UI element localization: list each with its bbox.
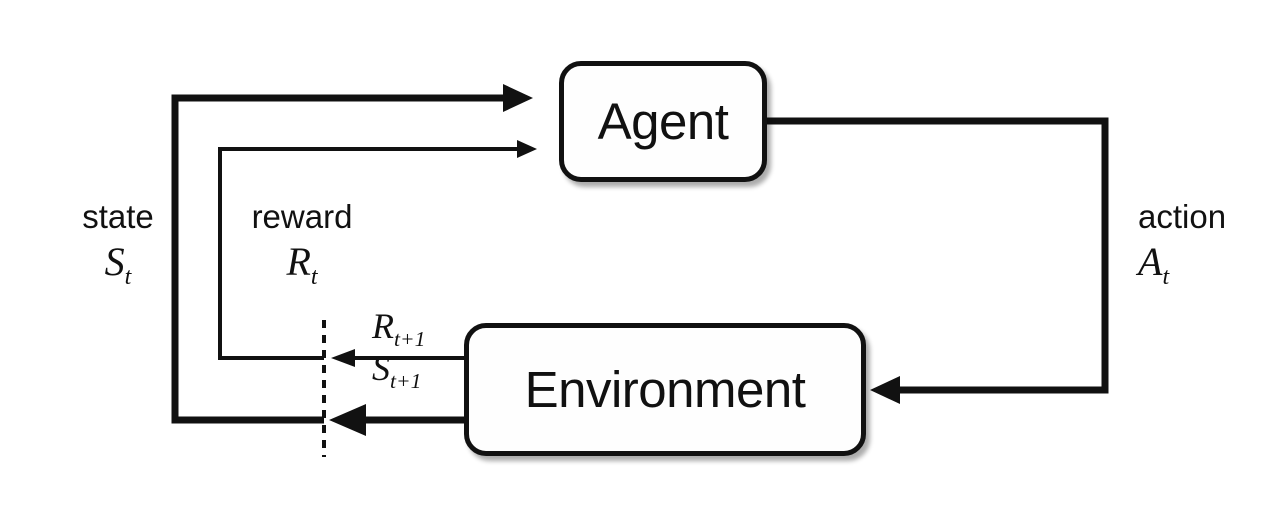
action-connector	[765, 117, 1109, 404]
action-edge-label: action At	[1138, 198, 1268, 290]
agent-node-label: Agent	[597, 93, 729, 150]
reward-next-connector	[331, 349, 465, 367]
reward-connector	[218, 140, 537, 360]
state-edge-word: state	[82, 198, 154, 235]
reward-edge-symbol: Rt	[286, 238, 318, 290]
state-next-label: St+1	[372, 348, 422, 394]
action-edge-symbol: At	[1138, 238, 1170, 290]
state-edge-label: state St	[58, 198, 178, 290]
action-edge-word: action	[1138, 198, 1227, 235]
reward-edge-word: reward	[251, 198, 353, 235]
reward-next-label: Rt+1	[372, 306, 426, 352]
environment-node[interactable]: Environment	[464, 323, 866, 456]
state-edge-symbol: St	[104, 238, 132, 290]
environment-node-label: Environment	[524, 361, 806, 418]
reward-edge-label: reward Rt	[228, 198, 376, 290]
agent-node[interactable]: Agent	[559, 61, 767, 182]
state-connector	[171, 84, 533, 424]
state-next-connector	[329, 404, 465, 436]
